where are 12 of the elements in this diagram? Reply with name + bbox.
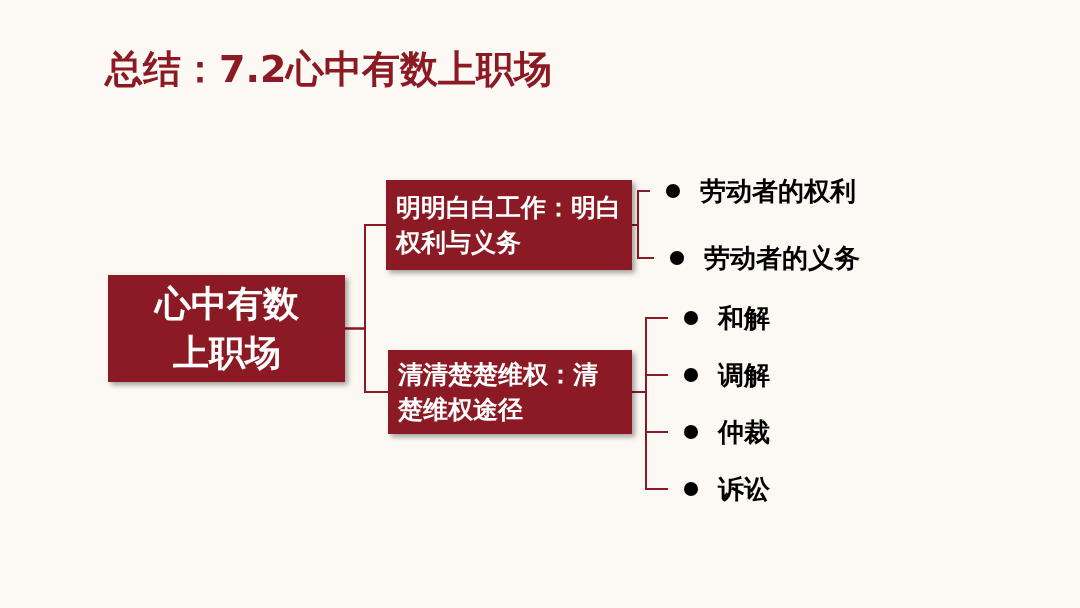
topic-box: 心中有数上职场 xyxy=(108,275,345,382)
title: 总结：7.2心中有数上职场 xyxy=(105,46,553,93)
bullet-item: 劳动者的权利 xyxy=(650,173,856,209)
bullet-item: 和解 xyxy=(668,300,770,336)
bullet-item: 仲裁 xyxy=(668,414,770,450)
branch-box: 清清楚楚维权：清楚维权途径 xyxy=(388,350,632,434)
bullet-item: 诉讼 xyxy=(668,471,770,507)
bracket-line xyxy=(344,327,389,393)
bracket-line xyxy=(631,224,655,259)
bullet-item: 劳动者的义务 xyxy=(654,240,860,276)
bullet-item: 调解 xyxy=(668,357,770,393)
branch-box: 明明白白工作：明白权利与义务 xyxy=(386,180,632,270)
